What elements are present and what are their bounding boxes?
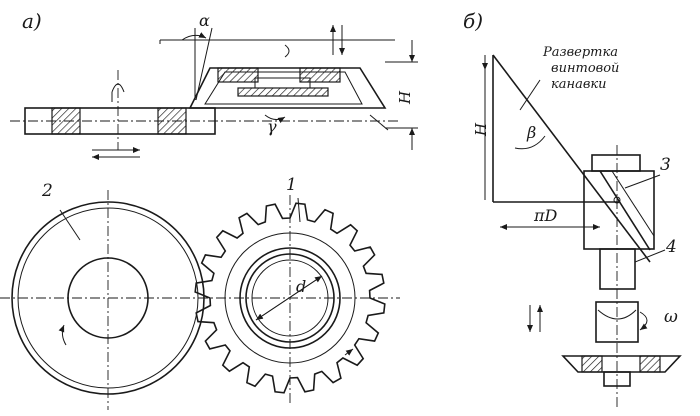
caption-line2: винтовой <box>551 61 619 76</box>
omega-arc <box>639 311 648 331</box>
helix-line <box>492 54 651 263</box>
piD-label: πD <box>533 206 558 225</box>
panel-a-label: a) <box>22 9 42 33</box>
part3-cap <box>591 154 641 172</box>
cutter-body <box>188 67 387 109</box>
panel-b-label: б) <box>463 9 483 33</box>
panel-a-section-view <box>10 25 418 160</box>
beta-label: β <box>526 123 536 142</box>
leader-part1 <box>297 197 301 223</box>
cutter-hatch-2 <box>299 67 341 83</box>
caption-line1: Развертка <box>542 45 618 60</box>
gear-1-toothed <box>194 195 386 405</box>
gamma-label: γ <box>267 117 277 136</box>
omega-label: ω <box>664 307 678 327</box>
rotation-arrow-gear <box>344 348 354 356</box>
leader-part3 <box>624 174 661 189</box>
H-label-left: H <box>396 90 414 105</box>
caption-line3: канавки <box>551 77 607 92</box>
part3-label: 3 <box>660 155 671 175</box>
part4-label: 4 <box>665 237 677 257</box>
part4-shaft <box>599 248 636 290</box>
leader-part4 <box>634 249 666 263</box>
panel-b-development <box>482 54 682 410</box>
caption-leader <box>519 79 541 111</box>
leader-part2 <box>59 209 81 241</box>
cutter-hatch-1 <box>217 67 259 83</box>
part2-label: 2 <box>41 181 53 201</box>
spindle <box>595 301 639 343</box>
d-label: d <box>296 277 306 296</box>
tool-base <box>561 355 682 373</box>
H-label-right: H <box>472 122 490 137</box>
rotation-indicator-a <box>111 83 125 93</box>
beta-arc <box>514 135 546 150</box>
rotation-arrow-disk <box>58 324 67 346</box>
part1-label: 1 <box>286 175 297 195</box>
alpha-label: α <box>199 11 210 30</box>
cutter-hatch-3 <box>237 87 329 97</box>
gear-teeth <box>194 202 386 394</box>
